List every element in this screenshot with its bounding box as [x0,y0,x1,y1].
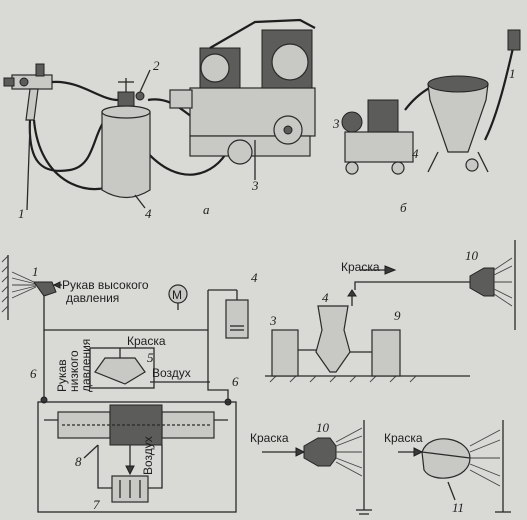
pump-box [89,347,155,389]
hose-upper [51,80,119,102]
pump-4-right [315,305,351,373]
callout-setup-4: 4 [322,290,329,305]
callout-setup-10: 10 [465,248,479,263]
callout-scheme-6a: 6 [30,366,37,381]
callout-nozzle-10: 10 [316,420,330,435]
nozzle-10-top [469,267,495,297]
spray-gun-icon [3,63,53,121]
callout-scheme-8: 8 [75,454,82,469]
paint-hopper [427,83,489,153]
label-low-pressure-hose-2: низкого [67,350,81,392]
nozzle-details: Краска 10 Краска 11 [250,420,511,515]
label-paint-3: Краска [250,431,289,445]
callout-b-3: 3 [332,116,340,131]
caption-b: б [400,200,407,215]
callout-2: 2 [153,58,160,73]
tank-3 [271,329,299,377]
label-high-pressure-hose-1: Рукав высокого [62,278,149,292]
label-air-1: Воздух [152,366,191,380]
label-air-2: Воздух [141,436,155,475]
airless-scheme: 1 Рукав высокого давления M 4 Краска Рук… [1,255,258,513]
hose-to-compressor-2 [144,149,229,176]
callout-scheme-7: 7 [93,497,100,512]
container-5 [225,299,249,339]
callout-4: 4 [145,206,152,221]
callout-setup-3: 3 [269,313,277,328]
callout-b-1: 1 [509,66,516,81]
callout-setup-9: 9 [394,308,401,323]
scheme-frame [37,401,237,513]
compressor [169,18,316,165]
callout-nozzle-11: 11 [452,500,464,515]
subfigure-a: 1 2 3 4 а [3,18,316,221]
installation-setup: 3 4 9 Краска 10 [265,240,516,383]
label-low-pressure-hose-1: Рукав [55,359,69,392]
motor-label: M [172,288,182,302]
pressure-tank [101,78,151,199]
nozzle-10-icon [303,437,337,467]
callout-scheme-1: 1 [32,264,39,279]
label-low-pressure-hose-3: давления [79,339,93,392]
subfigure-b: 3 4 1 б [332,29,521,215]
heater-9 [371,329,401,377]
callout-scheme-4: 5 [147,350,154,365]
callout-b-4: 4 [412,146,419,161]
callout-1: 1 [18,206,25,221]
label-paint-4: Краска [384,431,423,445]
callout-scheme-6b: 6 [232,374,239,389]
caption-a: а [203,202,210,217]
label-high-pressure-hose-2: давления [66,291,119,305]
callout-scheme-5: 4 [251,270,258,285]
pump-4 [94,357,146,385]
nozzle-11-icon [421,438,471,479]
spray-gun-1-icon [33,281,57,297]
label-paint-1: Краска [127,334,166,348]
label-paint-2: Краска [341,260,380,274]
callout-3: 3 [251,178,259,193]
